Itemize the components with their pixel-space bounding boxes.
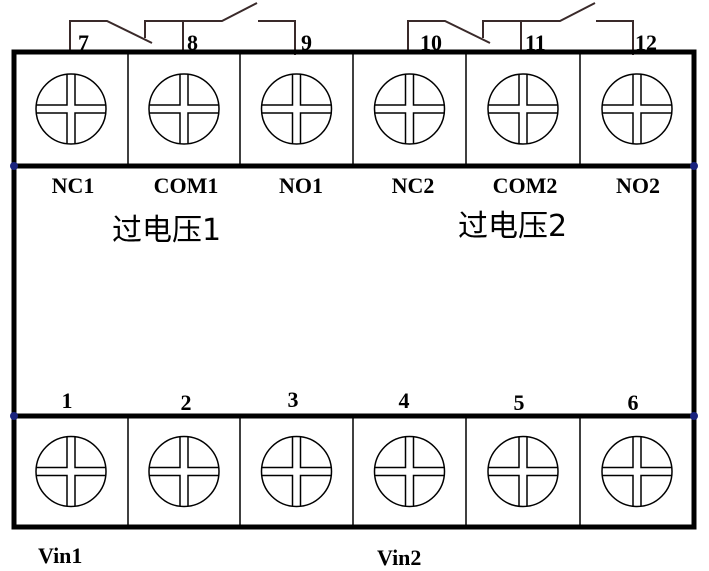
relay-2-symbol <box>407 2 634 55</box>
terminal-number-8: 8 <box>187 30 198 55</box>
screws <box>35 73 673 508</box>
terminal-number-6: 6 <box>628 390 639 415</box>
terminal-number-2: 2 <box>181 390 192 415</box>
terminal-number-9: 9 <box>301 30 312 55</box>
terminal-number-12: 12 <box>635 30 657 55</box>
screw-icon <box>601 435 673 508</box>
screw-icon <box>373 73 446 145</box>
terminal-number-11: 11 <box>525 30 546 55</box>
relay-1-symbol <box>69 2 296 55</box>
terminal-dividers <box>127 52 581 527</box>
screw-icon <box>148 73 220 145</box>
terminal-label-com2: COM2 <box>493 173 558 198</box>
input-label-vin1: Vin1 <box>38 543 82 568</box>
terminal-label-nc2: NC2 <box>392 173 435 198</box>
terminal-number-1: 1 <box>62 388 73 413</box>
terminal-number-5: 5 <box>514 390 525 415</box>
terminal-number-10: 10 <box>420 30 442 55</box>
screw-icon <box>35 73 107 145</box>
group-title-overvoltage-1: 过电压1 <box>112 213 221 248</box>
screw-icon <box>260 435 333 508</box>
corner-dots <box>10 162 698 420</box>
terminal-number-3: 3 <box>288 387 299 412</box>
terminal-label-com1: COM1 <box>154 173 219 198</box>
screw-icon <box>260 73 333 145</box>
screw-icon <box>373 435 446 508</box>
input-label-vin2: Vin2 <box>377 545 421 570</box>
screw-icon <box>148 435 220 508</box>
terminal-label-no2: NO2 <box>616 173 660 198</box>
screw-icon <box>35 435 107 508</box>
screw-icon <box>601 73 673 145</box>
housing-frame <box>11 49 697 530</box>
terminal-number-4: 4 <box>399 388 410 413</box>
screw-icon <box>487 73 559 145</box>
terminal-label-no1: NO1 <box>279 173 323 198</box>
terminal-label-nc1: NC1 <box>52 173 95 198</box>
group-title-overvoltage-2: 过电压2 <box>458 209 567 244</box>
screw-icon <box>487 435 559 508</box>
terminal-number-7: 7 <box>78 30 89 55</box>
